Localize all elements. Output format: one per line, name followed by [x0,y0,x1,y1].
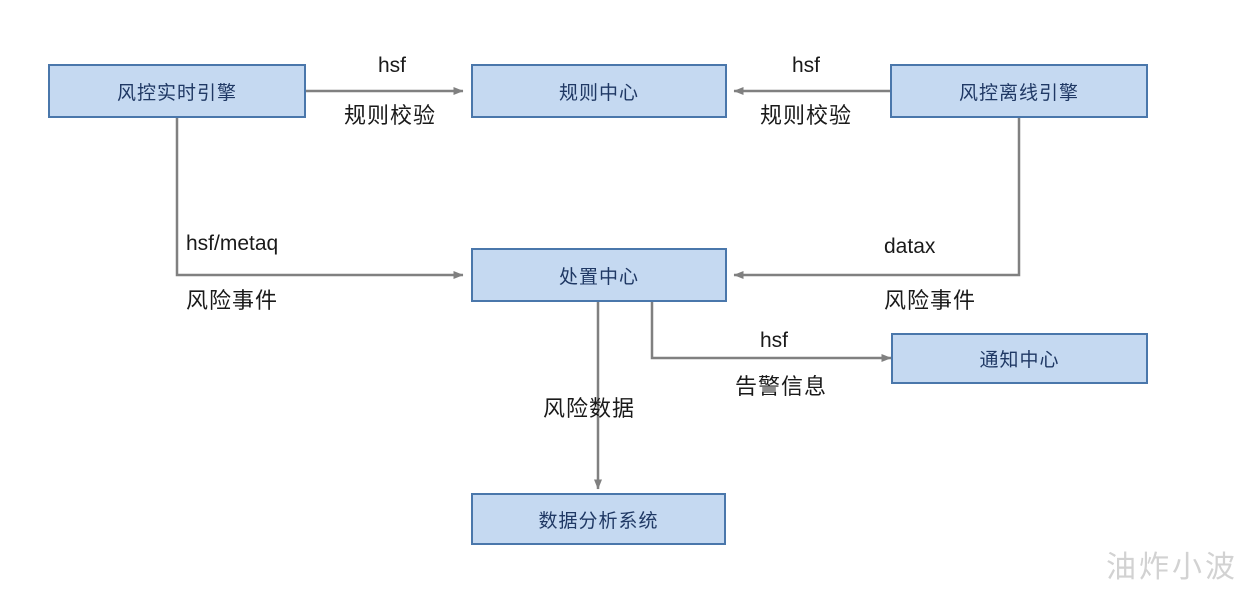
edge-label-disposal-to-analysis-payload: 风险数据 [543,396,636,421]
node-offline-engine-label: 风控离线引擎 [958,82,1079,104]
node-offline-engine[interactable]: 风控离线引擎 [890,64,1148,118]
node-realtime-engine-label: 风控实时引擎 [116,82,237,104]
connector-disposal-to-notify [650,302,892,362]
edge-label-realtime-to-disposal-protocol: hsf/metaq [186,232,279,255]
edge-label-realtime-to-rule-protocol: hsf [377,54,407,77]
node-disposal-center-label: 处置中心 [558,266,639,288]
node-notify-center-label: 通知中心 [979,350,1060,371]
node-rule-center[interactable]: 规则中心 [471,64,727,118]
edge-label-offline-to-rule-protocol: hsf [791,54,821,77]
node-realtime-engine[interactable]: 风控实时引擎 [48,64,306,118]
node-disposal-center[interactable]: 处置中心 [471,248,727,302]
connector-offline-to-disposal [733,118,1021,279]
edge-label-offline-to-rule-payload: 规则校验 [759,103,853,128]
edge-label-offline-to-disposal-payload: 风险事件 [884,288,977,313]
edge-label-disposal-to-notify-protocol: hsf [760,329,789,352]
edge-label-disposal-to-notify-payload: 告警信息 [735,374,828,399]
node-analysis-system-label: 数据分析系统 [538,510,659,532]
node-notify-center[interactable]: 通知中心 [891,333,1148,384]
connector-realtime-to-disposal [175,118,464,279]
edge-label-offline-to-disposal-protocol: datax [884,235,936,258]
watermark: 油炸小波 [1106,551,1238,584]
edge-label-realtime-to-disposal-payload: 风险事件 [186,288,279,313]
node-analysis-system[interactable]: 数据分析系统 [471,493,726,545]
edge-label-realtime-to-rule-payload: 规则校验 [343,103,437,128]
node-rule-center-label: 规则中心 [558,82,639,104]
